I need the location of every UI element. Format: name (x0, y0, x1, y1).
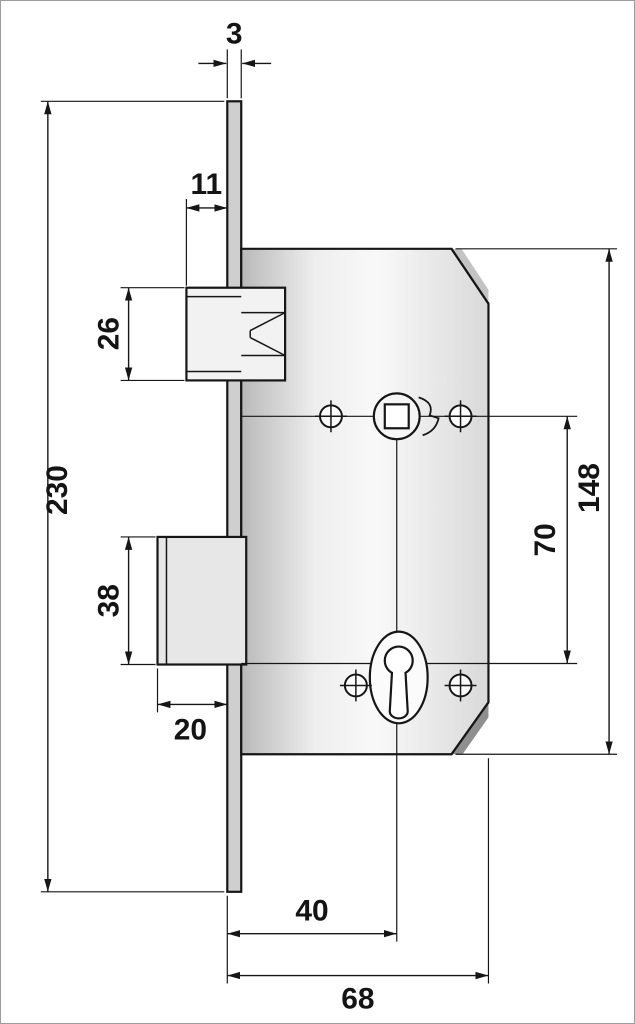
screw-hole-top-right (444, 400, 477, 433)
deadbolt (156, 535, 248, 666)
dim-body-height: 148 (455, 248, 618, 755)
spindle-follower (372, 392, 440, 441)
dim-label-latch-projection: 11 (191, 168, 223, 201)
dim-label-latch-height: 26 (93, 317, 126, 350)
screw-hole-top-left (315, 400, 347, 433)
dim-label-deadbolt-height: 38 (93, 584, 126, 617)
dim-body-depth: 68 (227, 758, 490, 1015)
faceplate (226, 100, 243, 893)
latch-housing (185, 286, 287, 382)
dim-deadbolt-projection: 20 (156, 668, 228, 746)
dim-faceplate-thickness: 3 (198, 17, 272, 99)
screw-hole-bottom-right (444, 669, 477, 702)
chamfer-edge-bottom (450, 701, 490, 755)
dim-latch-height: 26 (93, 287, 185, 382)
dim-label-body-height: 148 (573, 463, 606, 513)
dim-spindle-to-keyhole: 70 (529, 416, 571, 664)
chamfer-edge-top (450, 248, 490, 305)
dim-deadbolt-height: 38 (93, 536, 156, 666)
dim-label-spindle-to-keyhole: 70 (529, 523, 562, 556)
dim-backset: 40 (226, 895, 397, 984)
dim-label-faceplate-height: 230 (41, 465, 74, 515)
dim-label-deadbolt-projection: 20 (174, 713, 207, 746)
spindle-square-hole (383, 403, 410, 430)
dim-faceplate-height: 230 (41, 100, 225, 893)
latch-bolt (185, 286, 287, 382)
screw-hole-bottom-left (339, 669, 372, 702)
keyhole-escutcheon (368, 630, 429, 725)
keyhole (383, 645, 414, 720)
latch-bevel (241, 311, 286, 357)
dim-latch-projection: 11 (185, 168, 228, 286)
dim-label-faceplate-thickness: 3 (226, 17, 243, 50)
deadbolt-body (156, 535, 248, 666)
dim-label-backset: 40 (295, 895, 328, 928)
dim-label-body-depth: 68 (341, 982, 374, 1015)
spindle-catch-detail (418, 396, 440, 437)
